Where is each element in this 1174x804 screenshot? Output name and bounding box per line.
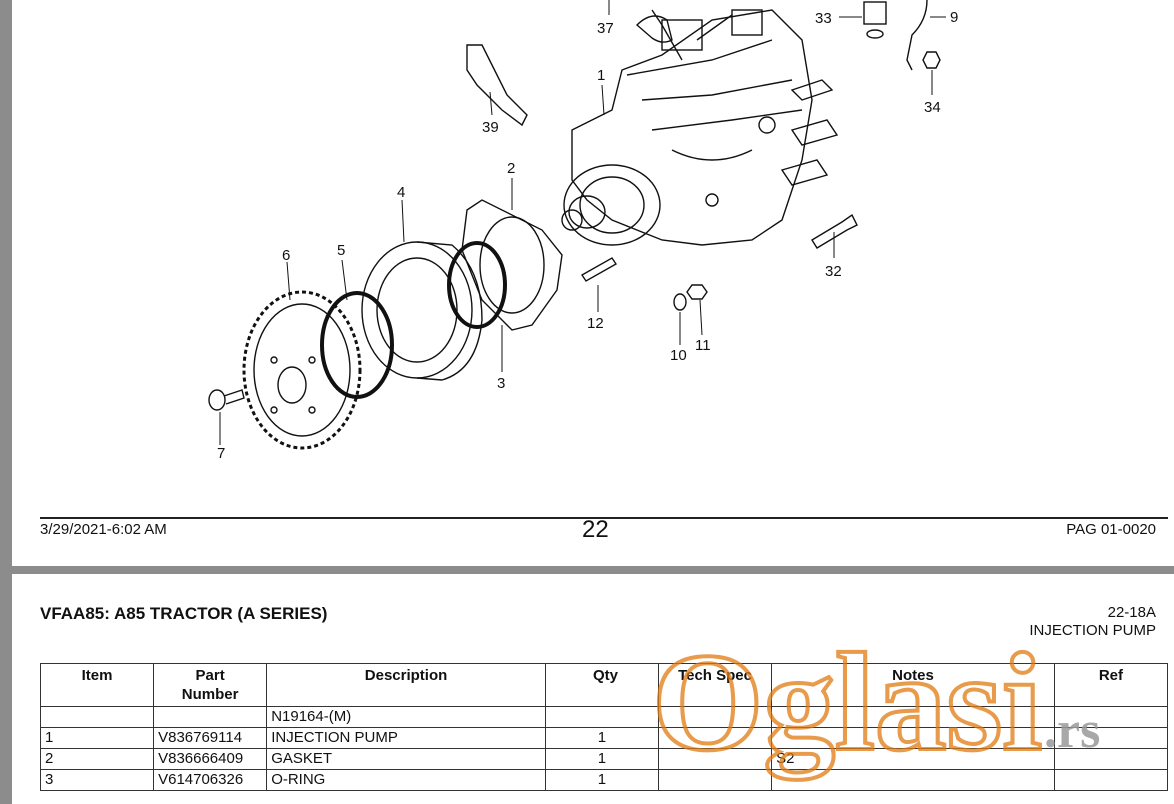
- stud-12-drawing: [581, 257, 617, 282]
- section-reference: 22-18A INJECTION PUMP: [1029, 604, 1156, 640]
- callout-2: 2: [507, 160, 515, 177]
- cell-description: INJECTION PUMP: [266, 727, 546, 749]
- part-number-header-line-2: Number: [181, 686, 239, 703]
- cell-qty: 1: [544, 727, 660, 749]
- callout-3: 3: [497, 375, 505, 392]
- cell-description: GASKET: [266, 748, 546, 770]
- washer-10-drawing: [673, 293, 687, 311]
- callout-9: 9: [950, 9, 958, 26]
- cell-qty: 1: [544, 748, 660, 770]
- cell-ref: [1053, 769, 1169, 791]
- cell-notes: [771, 769, 1055, 791]
- injection-pump-drawing: [561, 9, 839, 246]
- gear-6-drawing: [242, 290, 362, 450]
- catalog-page-diagram: 1 2 3 4 5 6 7 9 10 11 12 32 33 34 37 39 …: [12, 0, 1174, 566]
- column-header-notes: Notes: [771, 663, 1055, 707]
- cell-item: 2: [39, 748, 155, 770]
- column-header-tech-spec: Tech Spec: [657, 663, 773, 707]
- callout-6: 6: [282, 247, 290, 264]
- bolt-32-drawing: [811, 213, 858, 249]
- gasket-2-drawing: [461, 199, 563, 331]
- cell-item: 1: [39, 727, 155, 749]
- cell-notes: [771, 727, 1055, 749]
- cell-tech-spec: [657, 748, 773, 770]
- section-code: 22-18A: [1107, 604, 1156, 621]
- cell-tech-spec: [657, 769, 773, 791]
- column-header-ref: Ref: [1053, 663, 1169, 707]
- cell-item: 3: [39, 769, 155, 791]
- table-row: 3 V614706326 O-RING 1: [39, 769, 1169, 791]
- part-number-header-line-1: Part: [195, 667, 225, 684]
- column-header-description: Description: [266, 663, 546, 707]
- nut-11-drawing: [686, 284, 708, 300]
- cell-part-number: V836769114: [153, 727, 268, 749]
- callout-4: 4: [397, 184, 405, 201]
- table-row: 1 V836769114 INJECTION PUMP 1: [39, 727, 1169, 749]
- callout-5: 5: [337, 242, 345, 259]
- callout-34: 34: [924, 99, 941, 116]
- column-header-qty: Qty: [544, 663, 660, 707]
- bolt-7-drawing: [208, 389, 245, 411]
- catalog-title: VFAA85: A85 TRACTOR (A SERIES): [40, 604, 328, 623]
- housing-4-drawing: [361, 241, 483, 381]
- cell-qty: 1: [544, 769, 660, 791]
- table-row: 2 V836666409 GASKET 1 S2: [39, 748, 1169, 770]
- cell-tech-spec: [657, 727, 773, 749]
- o-ring-5-drawing: [320, 291, 394, 399]
- callout-37: 37: [597, 20, 614, 37]
- callout-12: 12: [587, 315, 604, 332]
- footer-page-code: PAG 01-0020: [1066, 521, 1156, 538]
- exploded-parts-diagram: 1 2 3 4 5 6 7 9 10 11 12 32 33 34 37 39: [208, 0, 958, 462]
- footer-page-number: 22: [582, 516, 609, 543]
- table-group-row: N19164-(M): [39, 706, 1169, 728]
- group-note: N19164-(M): [266, 706, 546, 728]
- column-header-item: Item: [39, 663, 155, 707]
- footer-date: 3/29/2021-6:02 AM: [40, 521, 167, 538]
- cell-ref: [1053, 748, 1169, 770]
- section-name: INJECTION PUMP: [1029, 622, 1156, 639]
- callout-32: 32: [825, 263, 842, 280]
- cell-ref: [1053, 727, 1169, 749]
- sensor-33-drawing: [863, 1, 887, 39]
- bracket-39-drawing: [466, 44, 528, 127]
- cell-notes: S2: [771, 748, 1055, 770]
- callout-11: 11: [695, 337, 711, 354]
- nut-34-drawing: [922, 51, 941, 69]
- callout-7: 7: [217, 445, 225, 462]
- footer-divider: [40, 517, 1168, 519]
- cell-part-number: V614706326: [153, 769, 268, 791]
- cell-description: O-RING: [266, 769, 546, 791]
- callout-33: 33: [815, 10, 832, 27]
- pipe-9-drawing: [906, 0, 928, 71]
- o-ring-3-drawing: [447, 241, 507, 329]
- cell-part-number: V836666409: [153, 748, 268, 770]
- catalog-page-parts-list: VFAA85: A85 TRACTOR (A SERIES) 22-18A IN…: [12, 574, 1174, 804]
- callout-10: 10: [670, 347, 687, 364]
- callout-1: 1: [597, 67, 605, 84]
- callout-39: 39: [482, 119, 499, 136]
- bracket-37-drawing: [635, 15, 673, 43]
